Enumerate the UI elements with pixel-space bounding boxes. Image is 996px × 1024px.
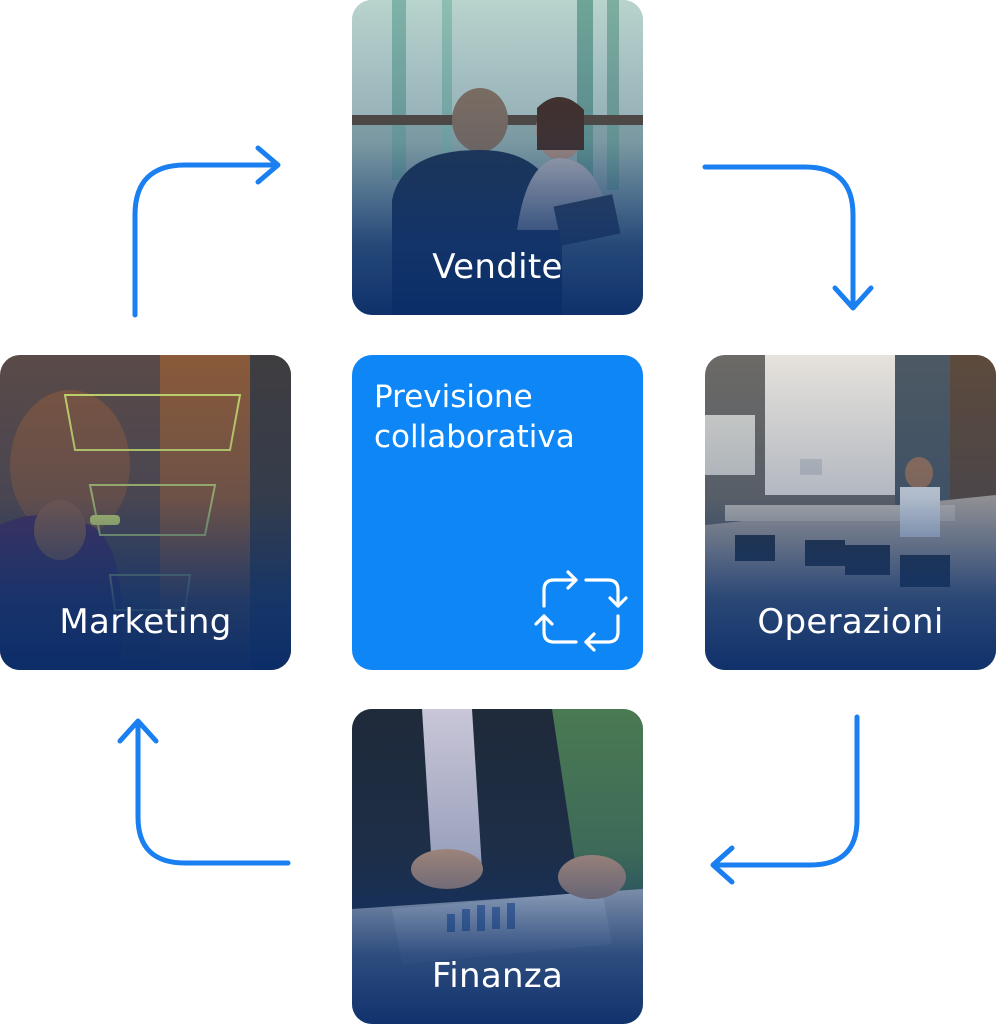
card-marketing[interactable]: Marketing bbox=[0, 355, 291, 670]
card-operazioni[interactable]: Operazioni bbox=[705, 355, 996, 670]
card-label-finanza: Finanza bbox=[431, 956, 564, 996]
center-title-line1: Previsione bbox=[374, 379, 533, 415]
arrow-finanza-to-marketing bbox=[117, 718, 291, 866]
card-label-marketing: Marketing bbox=[59, 602, 232, 642]
card-overlay bbox=[0, 355, 291, 670]
center-title: Previsione collaborativa bbox=[374, 377, 575, 457]
card-label-vendite: Vendite bbox=[432, 247, 563, 287]
card-overlay bbox=[352, 709, 643, 1024]
arrow-operazioni-to-finanza bbox=[710, 714, 860, 885]
cycle-refresh-icon bbox=[534, 570, 628, 652]
center-title-line2: collaborativa bbox=[374, 419, 575, 455]
card-overlay bbox=[352, 0, 643, 315]
card-label-operazioni: Operazioni bbox=[757, 602, 944, 642]
center-card-collaborative-forecast[interactable]: Previsione collaborativa bbox=[352, 355, 643, 670]
arrow-marketing-to-vendite bbox=[132, 145, 281, 318]
card-finanza[interactable]: Finanza bbox=[352, 709, 643, 1024]
card-vendite[interactable]: Vendite bbox=[352, 0, 643, 315]
arrow-vendite-to-operazioni bbox=[702, 164, 874, 311]
card-overlay bbox=[705, 355, 996, 670]
